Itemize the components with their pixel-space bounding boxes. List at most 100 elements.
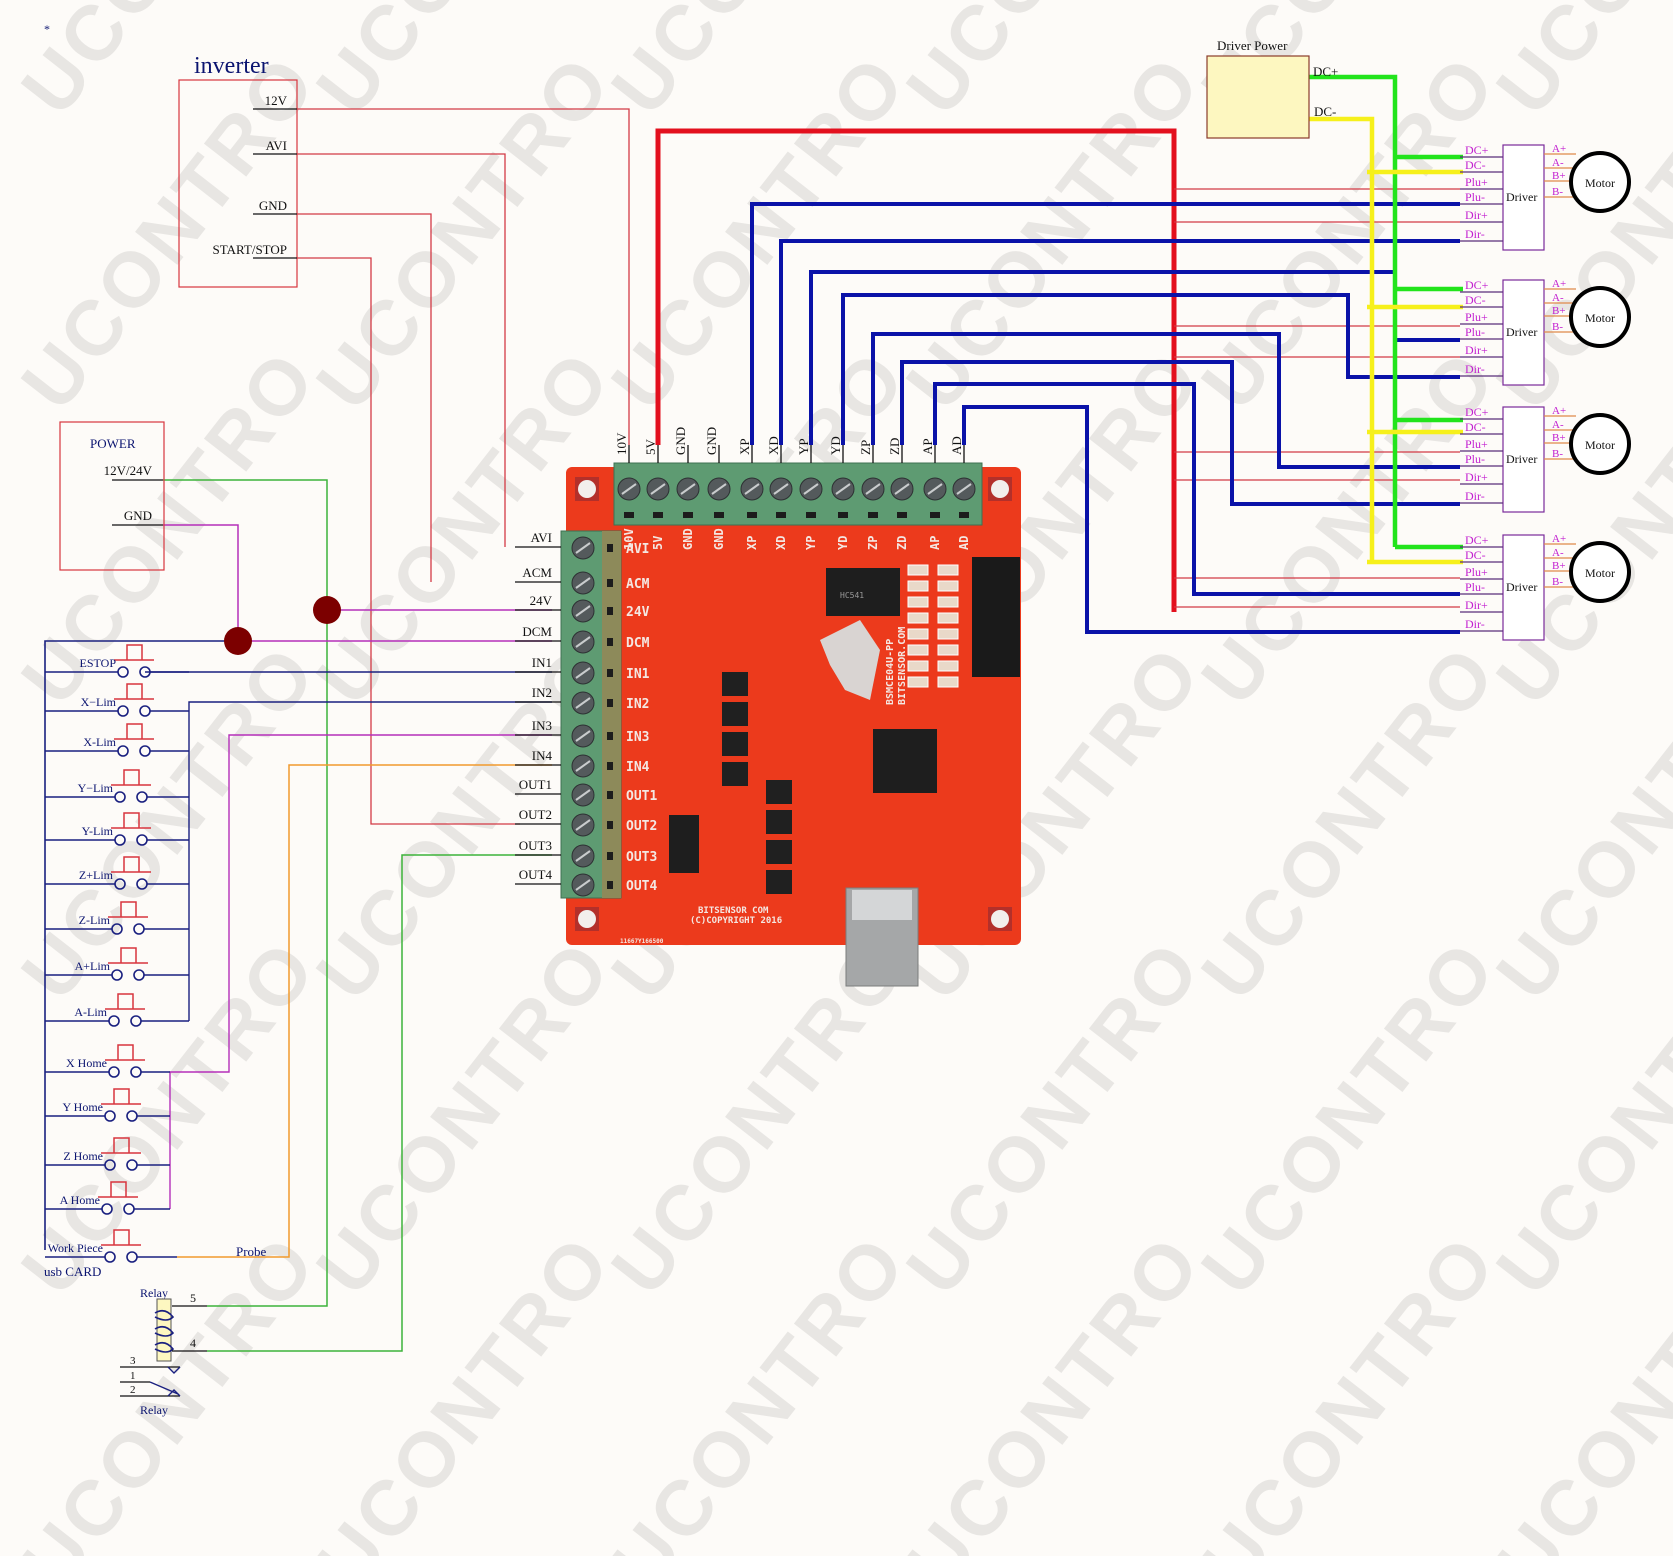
screw-slot — [575, 879, 591, 891]
wire-in2 — [188, 701, 552, 1021]
driver-input-label: Plu- — [1465, 190, 1485, 204]
driver-input-label: DC+ — [1465, 278, 1489, 292]
silk-top-label: AP — [928, 536, 942, 550]
switch-contact-icon — [114, 878, 126, 890]
optocoupler — [766, 870, 792, 894]
silk-top-label: 5V — [651, 536, 665, 550]
smd-resistor — [907, 580, 929, 592]
driver-input-label: Dir+ — [1465, 208, 1488, 222]
screw-slot — [865, 483, 881, 495]
smd-resistor — [937, 612, 959, 624]
screw-slot — [835, 483, 851, 495]
relay-contact-label: 3 — [130, 1355, 136, 1367]
power-pin-label: 12V/24V — [104, 463, 153, 478]
switch-contact-icon — [139, 745, 151, 757]
wire-5v — [655, 128, 1177, 612]
silk-top-label: XP — [745, 536, 759, 550]
mount-hole — [578, 480, 596, 498]
wire-blue-1 — [779, 239, 1460, 445]
switch-contact-icon — [114, 834, 126, 846]
mount-hole — [578, 910, 596, 928]
switch-label: Z-Lim — [79, 913, 111, 927]
driver-input-label: DC- — [1465, 548, 1486, 562]
top-terminal-label: AP — [920, 438, 935, 455]
board-model: BSMCE04U-PP — [885, 639, 896, 705]
driver-input-label: Dir- — [1465, 362, 1485, 376]
terminal-hole — [930, 512, 940, 518]
silk-top-label: AD — [957, 536, 971, 550]
optocoupler — [722, 732, 748, 756]
terminal-hole — [607, 821, 613, 829]
screw-slot — [894, 483, 910, 495]
relay-contact-label: 2 — [130, 1384, 136, 1396]
switch-label: Y−Lim — [78, 781, 114, 795]
switch-contact-icon — [108, 1015, 120, 1027]
silk-left-label: OUT1 — [626, 789, 657, 804]
relay-contact-label: 1 — [130, 1370, 136, 1382]
switch-label: X-Lim — [83, 735, 116, 749]
terminal-hole — [897, 512, 907, 518]
driver-input-label: DC- — [1465, 420, 1486, 434]
screw-slot — [575, 850, 591, 862]
motor-label: Motor — [1585, 176, 1615, 190]
left-terminal-label: IN3 — [532, 718, 552, 733]
pushbutton-cap-icon — [110, 1181, 127, 1197]
optocoupler — [766, 810, 792, 834]
driver-output-label: B+ — [1552, 432, 1566, 444]
driver-input-label: Plu- — [1465, 580, 1485, 594]
screw-slot — [575, 760, 591, 772]
mount-hole — [991, 910, 1009, 928]
smd-resistor — [937, 676, 959, 688]
top-terminal-label: 5V — [643, 439, 658, 456]
switch-label: ESTOP — [80, 656, 117, 670]
switch-label: Y-Lim — [82, 824, 114, 838]
pushbutton-cap-icon — [126, 644, 143, 660]
terminal-hole — [806, 512, 816, 518]
silk-left-label: IN1 — [626, 667, 650, 682]
pushbutton-cap-icon — [120, 947, 137, 963]
screw-slot — [575, 667, 591, 679]
switch-contact-icon — [104, 1159, 116, 1171]
terminal-hole — [959, 512, 969, 518]
left-terminal-label: OUT3 — [519, 838, 552, 853]
relay-contact-icon — [167, 1389, 181, 1397]
left-terminal-side — [602, 531, 621, 898]
pushbutton-cap-icon — [113, 1088, 130, 1104]
power-box — [59, 421, 165, 571]
board-serial: 11667Y166500 — [620, 938, 664, 945]
terminal-hole — [607, 638, 613, 646]
screw-slot — [575, 697, 591, 709]
driver-input-label: Plu+ — [1465, 565, 1488, 579]
left-terminal-label: AVI — [531, 530, 552, 545]
relay-pin-label: 5 — [190, 1291, 196, 1305]
relay-bottom-label: Relay — [140, 1403, 168, 1417]
switch-label: X Home — [66, 1056, 107, 1070]
wire-dc-plus — [1309, 74, 1398, 547]
pushbutton-cap-icon — [123, 812, 140, 828]
smd-resistor — [907, 660, 929, 672]
wire-blue-3 — [841, 293, 1460, 445]
left-terminal-label: IN1 — [532, 655, 552, 670]
motor-label: Motor — [1585, 438, 1615, 452]
top-terminal-block — [613, 462, 983, 526]
optocoupler — [722, 762, 748, 786]
top-terminal-label: XP — [737, 438, 752, 455]
relay-coil-icon — [154, 1309, 175, 1321]
screw-slot — [956, 483, 972, 495]
driver-output-label: B- — [1552, 186, 1563, 198]
silk-left-label: ACM — [626, 577, 650, 592]
optocoupler — [722, 672, 748, 696]
pushbutton-cap-icon — [123, 769, 140, 785]
motor-icon — [1569, 413, 1631, 475]
pushbutton-cap-icon — [120, 901, 137, 917]
motor-label: Motor — [1585, 311, 1615, 325]
left-terminal-label: DCM — [522, 624, 552, 639]
driver-input-label: Dir+ — [1465, 598, 1488, 612]
terminal-hole — [838, 512, 848, 518]
inverter-pin-label: AVI — [266, 138, 287, 153]
driver-power-block: Driver Power DC+ DC- — [1206, 38, 1338, 139]
pushbutton-cap-icon — [113, 1137, 130, 1153]
top-terminal-label: ZP — [858, 440, 873, 455]
